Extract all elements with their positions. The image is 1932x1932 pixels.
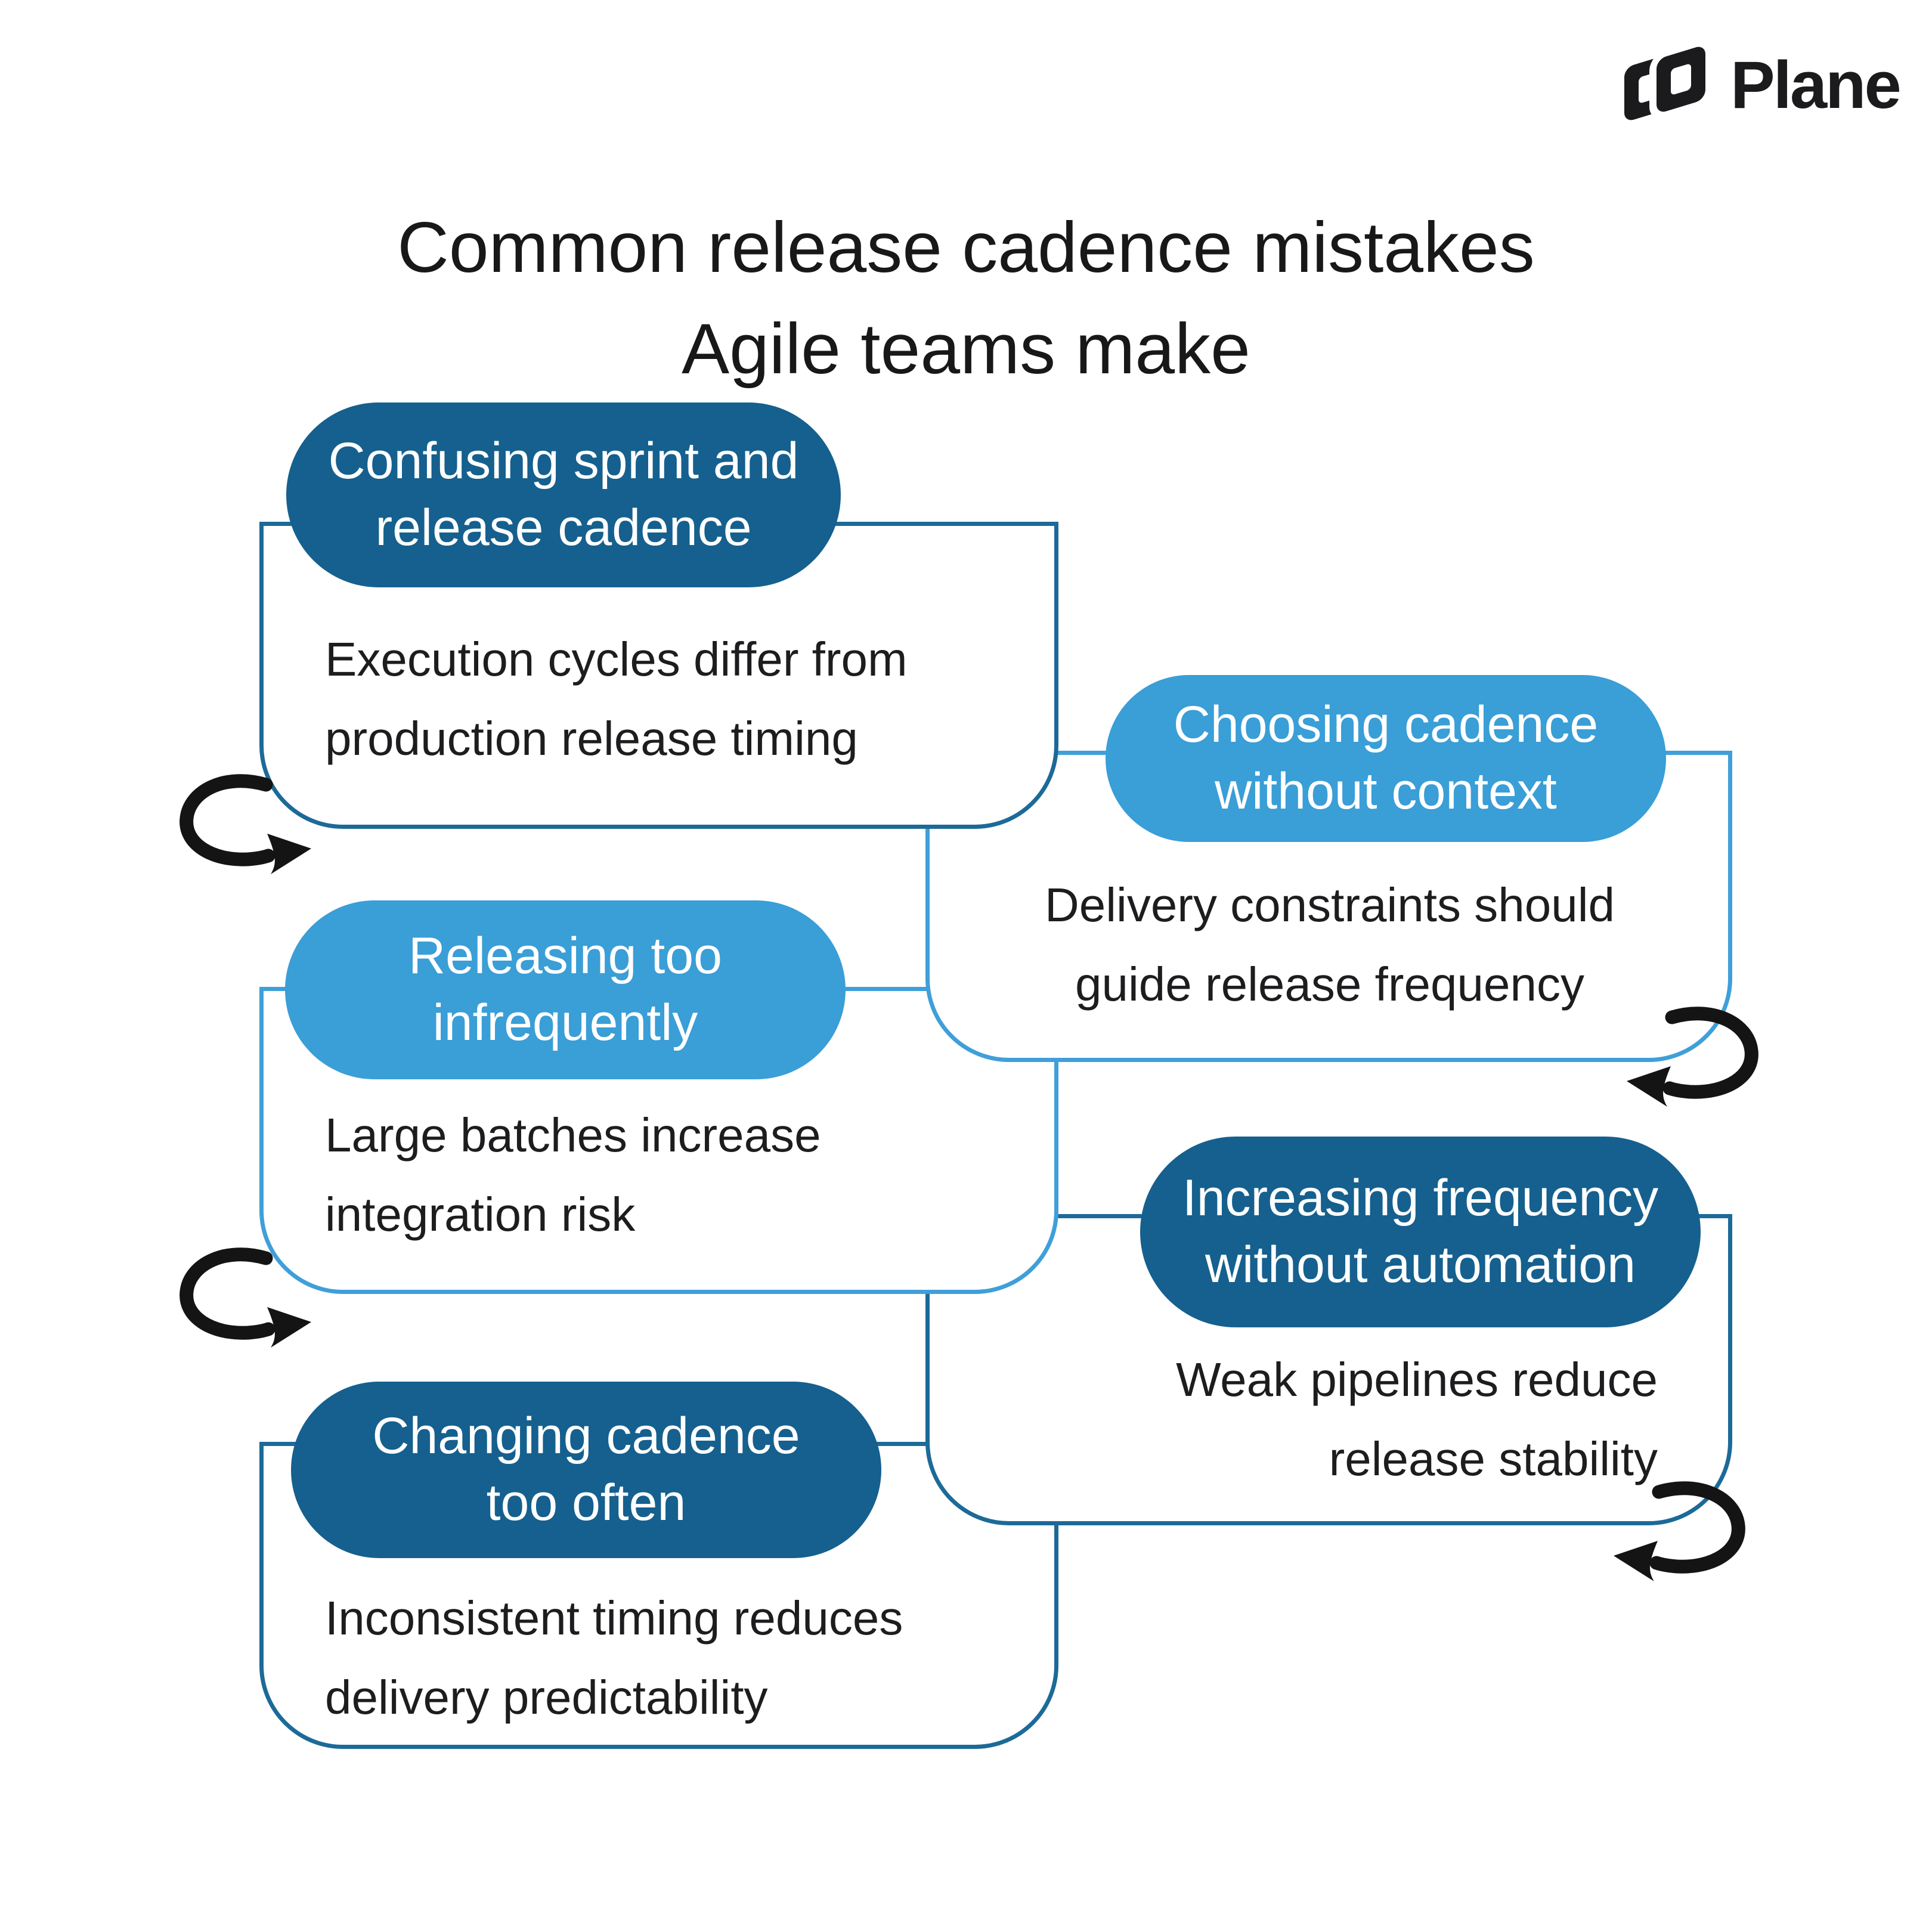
page-title-line2: Agile teams make [682,309,1250,389]
pill-line: infrequently [432,994,698,1051]
pill-line: without automation [1205,1236,1636,1293]
pill-line: Changing cadence [372,1407,800,1465]
desc-line: Weak pipelines reduce [1176,1353,1658,1406]
pill-line: too often [486,1474,686,1531]
pill-line: without context [1215,763,1557,820]
cycle-arrow-4-icon [1610,1478,1747,1591]
pill-choosing-cadence: Choosing cadence without context [1106,675,1666,842]
plane-logo: Plane [1623,44,1902,123]
desc-line: release stability [1329,1432,1658,1485]
page-title: Common release cadence mistakes Agile te… [0,197,1932,400]
pill-line: Increasing frequency [1182,1169,1659,1227]
desc-increasing-frequency: Weak pipelines reduce release stability [966,1340,1658,1499]
page-title-line1: Common release cadence mistakes [397,208,1535,287]
pill-releasing-infrequent: Releasing too infrequently [285,900,846,1079]
pill-line: Choosing cadence [1173,696,1599,754]
desc-choosing-cadence: Delivery constraints should guide releas… [972,866,1688,1024]
pill-increasing-frequency: Increasing frequency without automation [1140,1137,1701,1327]
plane-logo-icon [1623,44,1713,123]
cycle-arrow-3-icon [178,1244,315,1357]
cycle-arrow-1-icon [178,770,315,884]
logo-wordmark: Plane [1730,48,1902,122]
desc-line: Large batches increase [325,1109,821,1162]
desc-releasing-infrequent: Large batches increase integration risk [325,1096,1029,1255]
pill-line: Confusing sprint and [328,432,799,490]
cycle-arrow-2-icon [1623,1003,1760,1116]
pill-changing-cadence: Changing cadence too often [291,1382,881,1558]
desc-line: production release timing [325,711,858,765]
desc-line: integration risk [325,1187,636,1241]
pill-confusing-sprint: Confusing sprint and release cadence [286,402,841,587]
desc-confusing-sprint: Execution cycles differ from production … [325,620,1029,779]
desc-line: Delivery constraints should [1045,878,1615,931]
pill-line: Releasing too [408,927,722,985]
desc-changing-cadence: Inconsistent timing reduces delivery pre… [325,1579,1052,1738]
desc-line: Inconsistent timing reduces [325,1592,903,1645]
desc-line: delivery predictability [325,1670,768,1724]
pill-line: release cadence [375,499,752,556]
desc-line: guide release frequency [1075,957,1584,1011]
desc-line: Execution cycles differ from [325,633,908,686]
